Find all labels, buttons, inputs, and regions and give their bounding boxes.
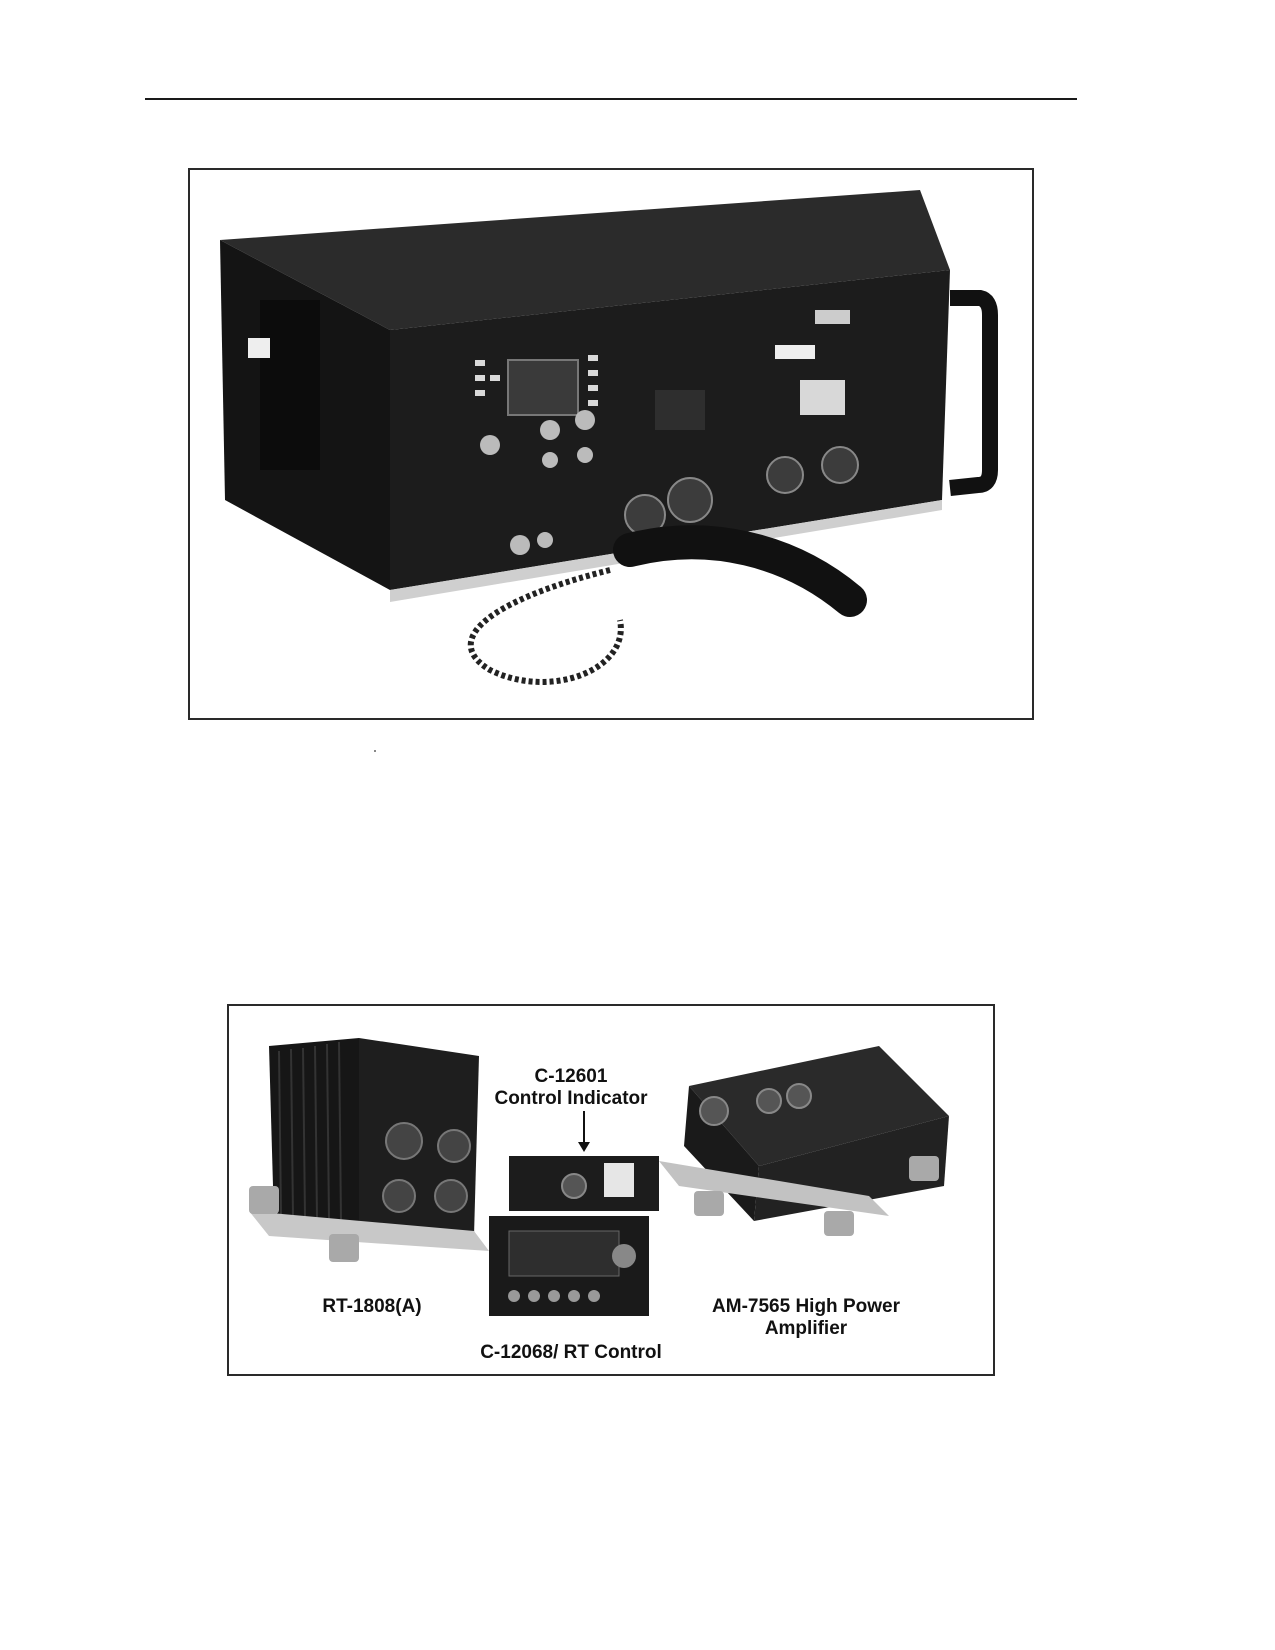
figure-1-radio-set-photo: [188, 168, 1034, 720]
radio-set-illustration: [220, 190, 998, 685]
label-am-7565-line2: Amplifier: [764, 1318, 848, 1339]
figure-2-components-photo: C-12601 Control Indicator RT-1808(A) AM-…: [227, 1004, 995, 1376]
label-am-7565-line1: AM-7565 High Power: [712, 1296, 900, 1317]
rt-1808-unit-image: [249, 1038, 489, 1262]
label-c-12601-line1: C-12601: [534, 1066, 608, 1087]
header-rule: [145, 98, 1077, 100]
label-rt-1808: RT-1808(A): [322, 1296, 422, 1317]
scan-speck: [374, 750, 376, 752]
label-c-12601: C-12601 Control Indicator: [491, 1066, 651, 1110]
c-12068-unit-image: [489, 1216, 649, 1316]
label-c-12068: C-12068/ RT Control: [480, 1342, 662, 1363]
label-am-7565: AM-7565 High Power Amplifier: [701, 1296, 911, 1340]
components-illustration: [249, 1038, 949, 1316]
am-7565-unit-image: [659, 1046, 949, 1236]
c-12601-unit-image: [509, 1156, 659, 1211]
label-c-12601-line2: Control Indicator: [494, 1088, 648, 1109]
